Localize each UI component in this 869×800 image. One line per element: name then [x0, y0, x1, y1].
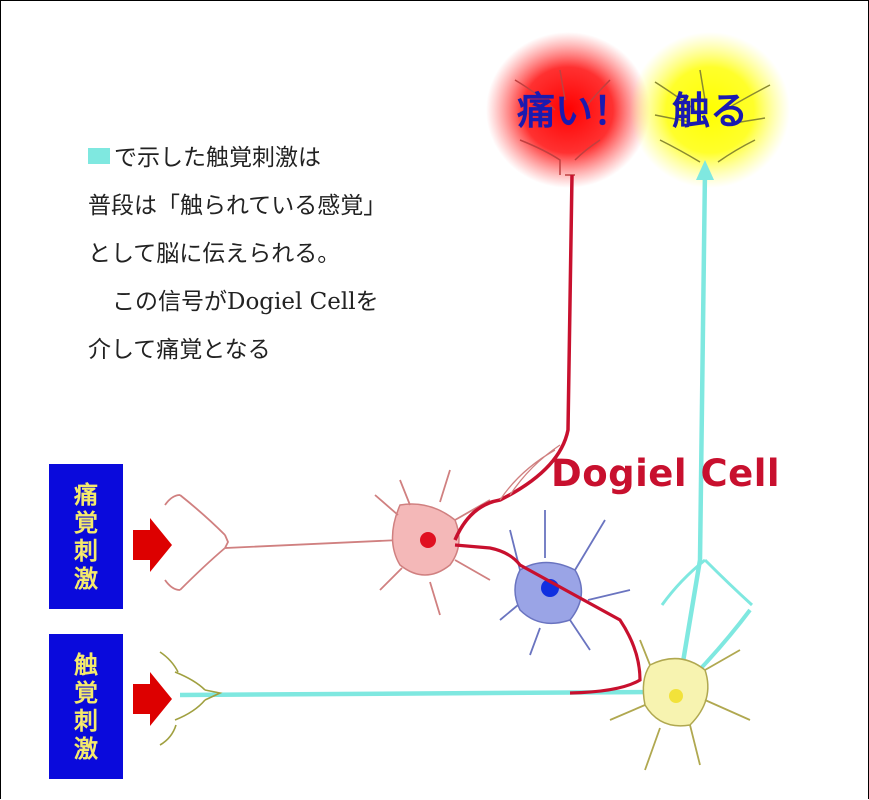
pain-output-label: 痛い！ [517, 89, 632, 133]
touch-stimulus-char: 刺 [74, 706, 98, 735]
touch-stimulus-char: 触 [74, 650, 98, 679]
description-line-2: 普段は「触られている感覚」 [88, 193, 387, 219]
dogiel-cell-label: Dogiel Cell [551, 452, 781, 495]
touch-color-swatch [88, 148, 110, 164]
description-line-1: で示した触覚刺激は [88, 134, 386, 182]
pain-pathway [453, 174, 642, 695]
touch-stimulus-char: 激 [74, 734, 98, 763]
touch-output-label: 触る [672, 89, 749, 133]
pain-neuron-nucleus [420, 532, 436, 548]
pain-stimulus-box: 痛 覚 刺 激 [49, 464, 123, 609]
brain-pain-neuron [514, 69, 611, 176]
pain-stimulus-char: 激 [74, 564, 98, 593]
pain-input-arrow [133, 518, 172, 572]
touch-spinal-neuron [609, 639, 751, 771]
pain-neuron [164, 469, 491, 616]
pain-stimulus-char: 刺 [74, 536, 98, 565]
description-line-3: として脳に伝えられる。 [88, 241, 341, 267]
touch-input-arrow [133, 672, 172, 726]
touch-neuron-nucleus [669, 689, 683, 703]
description-text: で示した触覚刺激は 普段は「触られている感覚」 として脳に伝えられる。 この信号… [88, 134, 386, 374]
pain-stimulus-char: 痛 [74, 480, 98, 509]
touch-up-arrow [696, 160, 714, 180]
pain-stimulus-char: 覚 [74, 508, 98, 537]
touch-glow [630, 32, 790, 188]
brain-touch-neuron [654, 69, 771, 163]
pain-glow [486, 32, 650, 188]
description-line-4: この信号がDogiel Cellを [112, 289, 379, 315]
touch-stimulus-box: 触 覚 刺 激 [49, 634, 123, 779]
touch-input-dendrite [159, 651, 223, 746]
dogiel-neuron [499, 510, 631, 656]
description-line-5: 介して痛覚となる [88, 337, 271, 363]
touch-stimulus-char: 覚 [74, 678, 98, 707]
